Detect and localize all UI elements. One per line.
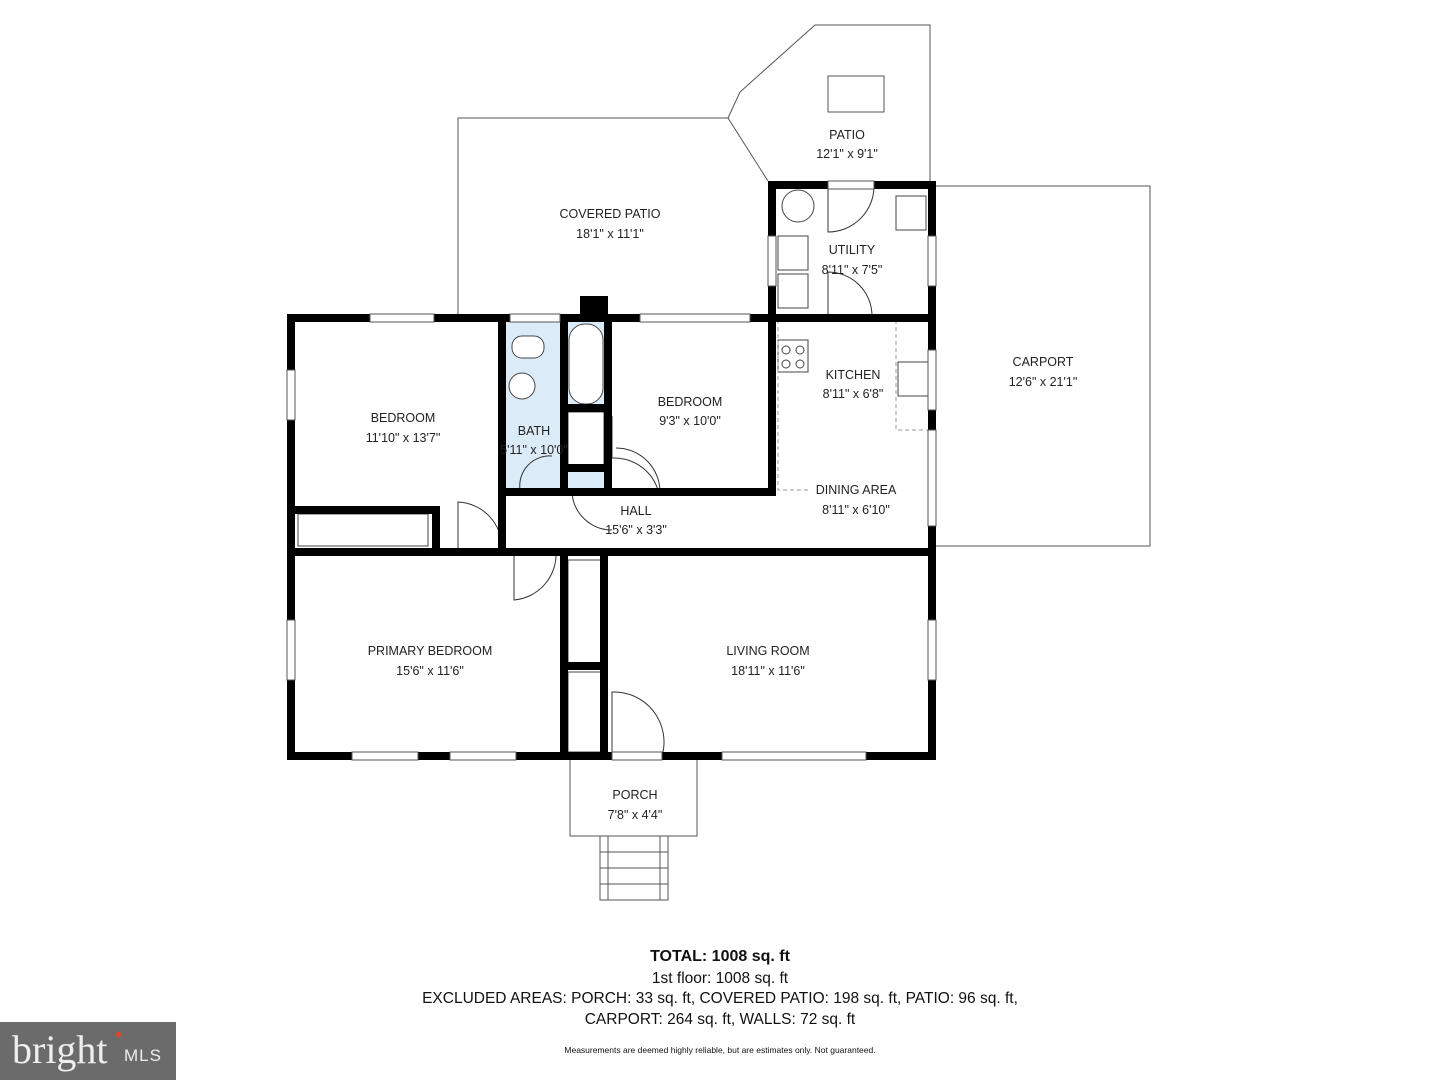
windows — [286, 180, 937, 761]
covered-patio-label: COVERED PATIO — [560, 207, 661, 221]
bedroom-mid-label: BEDROOM — [658, 395, 723, 409]
primary-bedroom-label: PRIMARY BEDROOM — [368, 644, 493, 658]
doors — [457, 183, 875, 757]
chimney — [580, 296, 608, 316]
porch-label: PORCH — [612, 788, 657, 802]
logo-brand: bright — [12, 1027, 108, 1072]
dining-dims: 8'11" x 6'10" — [822, 503, 890, 517]
carport-dims: 12'6" x 21'1" — [1009, 375, 1078, 389]
living-room-label: LIVING ROOM — [726, 644, 809, 658]
logo-accent-icon — [114, 1030, 123, 1039]
kitchen-dims: 8'11" x 6'8" — [823, 387, 884, 401]
dining-label: DINING AREA — [816, 483, 897, 497]
total-area: TOTAL: 1008 sq. ft — [650, 948, 790, 965]
hall-label: HALL — [620, 504, 651, 518]
bath-dims: 5'11" x 10'0" — [500, 443, 568, 457]
utility-dims: 8'11" x 7'5" — [822, 263, 883, 277]
exterior-areas — [457, 24, 1151, 901]
patio-steps — [827, 75, 885, 113]
tub-icon — [568, 323, 604, 405]
covered-patio-dims: 18'1" x 11'1" — [576, 227, 644, 241]
bedroom-left-label: BEDROOM — [371, 411, 436, 425]
primary-bedroom-dims: 15'6" x 11'6" — [396, 664, 464, 678]
fixtures — [297, 189, 929, 753]
toilet-icon — [511, 335, 545, 359]
porch-dims: 7'8" x 4'4" — [608, 808, 663, 822]
excluded-areas-line2: CARPORT: 264 sq. ft, WALLS: 72 sq. ft — [584, 1011, 856, 1028]
water-heater-icon — [781, 189, 815, 223]
utility-label: UTILITY — [829, 243, 876, 257]
bath-label: BATH — [518, 424, 550, 438]
kitchen-sink-icon — [897, 361, 929, 397]
bedroom-mid-dims: 9'3" x 10'0" — [659, 414, 721, 428]
sink-icon — [508, 372, 536, 400]
carport-outline — [936, 185, 1151, 547]
disclaimer: Measurements are deemed highly reliable,… — [564, 1045, 876, 1055]
patio-outline — [727, 24, 931, 181]
living-room-dims: 18'11" x 11'6" — [731, 664, 805, 678]
patio-dims: 12'1" x 9'1" — [816, 147, 878, 161]
excluded-areas-line1: EXCLUDED AREAS: PORCH: 33 sq. ft, COVERE… — [422, 990, 1018, 1007]
floor-plan: COVERED PATIO 18'1" x 11'1" PATIO 12'1" … — [286, 24, 1151, 901]
stove-icon — [777, 339, 809, 373]
patio-label: PATIO — [829, 128, 865, 142]
bedroom-left-dims: 11'10" x 13'7" — [366, 431, 441, 445]
carport-label: CARPORT — [1013, 355, 1074, 369]
bright-mls-logo: bright MLS — [0, 1022, 176, 1080]
kitchen-label: KITCHEN — [826, 368, 881, 382]
logo-suffix: MLS — [124, 1046, 162, 1065]
floor-area: 1st floor: 1008 sq. ft — [651, 970, 789, 987]
hall-dims: 15'6" x 3'3" — [605, 523, 667, 537]
room-labels: COVERED PATIO 18'1" x 11'1" PATIO 12'1" … — [366, 128, 1078, 822]
covered-patio-outline — [457, 117, 728, 314]
